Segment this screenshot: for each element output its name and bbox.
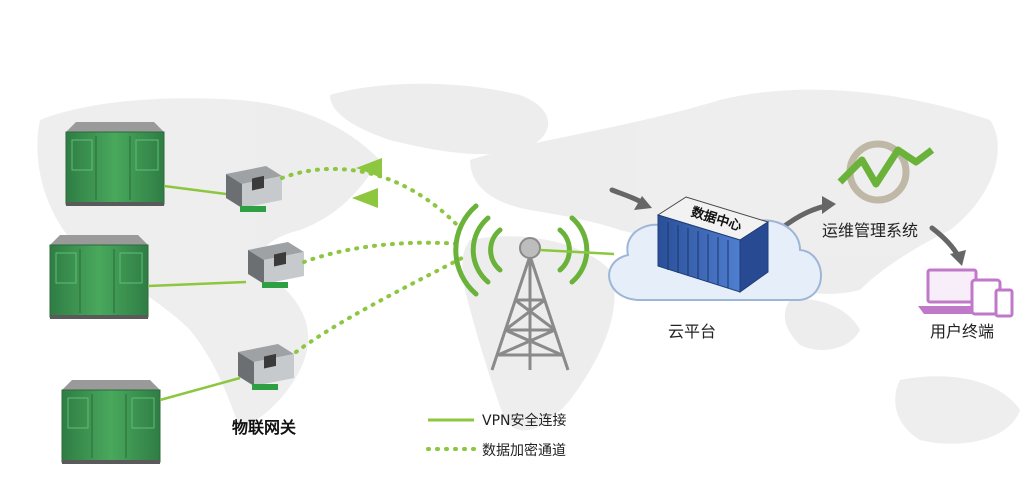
gateway-label: 物联网关 — [232, 418, 297, 437]
substation-icon — [49, 234, 149, 320]
ops-system-label: 运维管理系统 — [822, 221, 919, 240]
tower-top-icon — [519, 237, 541, 259]
legend-encrypted-label: 数据加密通道 — [482, 443, 566, 459]
uplink-line — [539, 248, 615, 256]
arrowhead-icon — [634, 196, 966, 266]
legend-vpn-label: VPN安全连接 — [482, 413, 567, 429]
server-icon: 数据中心 — [656, 196, 770, 293]
phone-icon — [994, 288, 1014, 318]
cloud-platform-label: 云平台 — [668, 322, 717, 341]
substation-icon — [61, 379, 161, 465]
vpn-connection-lines — [147, 184, 247, 402]
channel-arrow-icon — [352, 158, 382, 208]
signal-tower-icon — [490, 255, 570, 371]
substation-icon — [65, 121, 165, 207]
user-terminal-label: 用户终端 — [930, 322, 995, 341]
encrypted-channel-lines — [280, 166, 464, 354]
signal-waves-icon — [453, 203, 590, 297]
ops-system-logo-icon — [837, 140, 935, 204]
laptop-icon — [918, 268, 986, 314]
